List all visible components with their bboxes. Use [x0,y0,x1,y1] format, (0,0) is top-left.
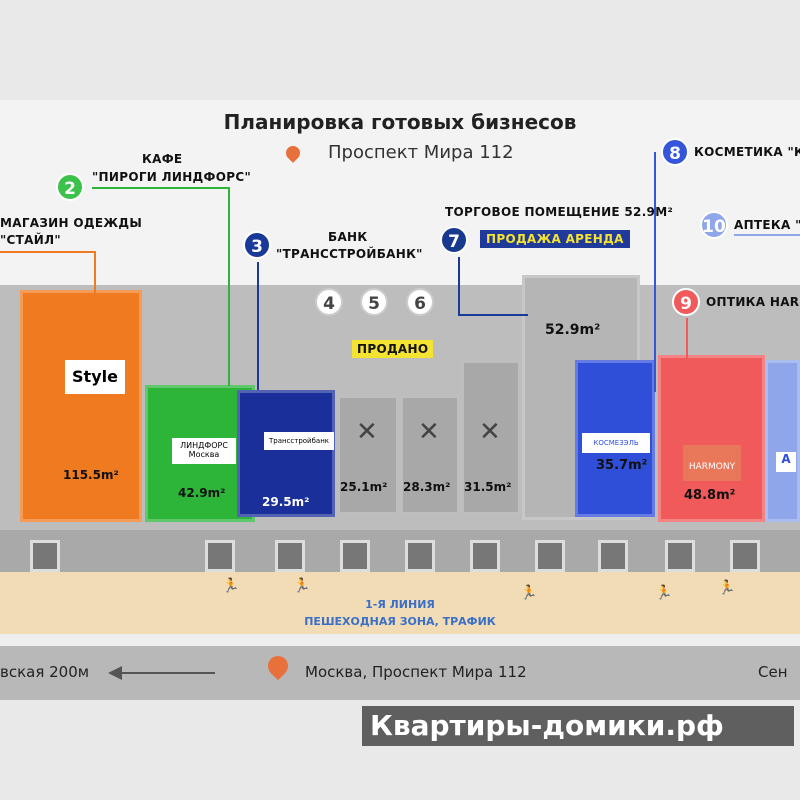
harmony-logo: HARMONY [683,445,741,481]
callout-line [0,251,96,253]
pharmacy-logo: А [776,452,796,472]
road-left-label: вская 200м [0,663,90,681]
pedestrian-icon: 🏃 [222,578,240,594]
callout-line [654,152,656,392]
style-logo: Style [65,360,125,394]
callout-line [686,318,688,388]
unit-6-badge: 6 [406,288,434,316]
unit-7-badge: 7 [440,226,468,254]
floor-plan: Планировка готовых бизнесов Проспект Мир… [0,100,800,746]
unit-8-badge: 8 [661,138,689,166]
unit-6-room[interactable] [461,360,521,515]
sold-x-icon: ✕ [479,417,501,447]
arrow-left-icon [115,672,215,674]
unit-8-area: 35.7m² [596,458,648,473]
sold-x-icon: ✕ [356,417,378,447]
sold-badge: ПРОДАНО [352,340,434,358]
unit-4-area: 25.1m² [340,480,388,494]
street-label: 1-Я ЛИНИЯ [365,598,435,611]
unit-7-area: 52.9m² [545,322,601,338]
unit-7-label: ТОРГОВОЕ ПОМЕЩЕНИЕ 52.9M² [445,205,674,219]
unit-2-room[interactable] [145,385,255,522]
callout-line [92,187,230,189]
pedestrian-icon: 🏃 [293,578,311,594]
unit-4-room[interactable] [337,395,399,515]
callout-line [458,257,460,315]
unit-5-area: 28.3m² [403,480,451,494]
pedestrian-icon: 🏃 [718,580,736,596]
facade-window [665,540,695,572]
unit-10-label: АПТЕКА " [734,218,800,232]
road-address: Москва, Проспект Мира 112 [305,663,527,681]
watermark: Квартиры-домики.рф [362,706,794,746]
location-pin-icon [283,143,303,163]
unit-9-label: ОПТИКА HARM [706,295,800,309]
pedestrian-icon: 🏃 [655,585,673,601]
bank-logo: Трансстройбанк [264,432,334,450]
facade-window [535,540,565,572]
facade-window [275,540,305,572]
unit-3-label-2: "ТРАНССТРОЙБАНК" [276,247,423,261]
pedestrian-icon: 🏃 [520,585,538,601]
sidewalk [0,572,800,634]
unit-3-room[interactable] [237,390,335,517]
lindfors-logo-sub: Москва [188,450,220,459]
sold-x-icon: ✕ [418,417,440,447]
unit-3-badge: 3 [243,231,271,259]
facade-window [470,540,500,572]
unit-2-badge: 2 [56,173,84,201]
unit-3-label: БАНК [328,230,368,244]
address: Проспект Мира 112 [328,142,514,163]
unit-8-label: КОСМЕТИКА "КО [694,145,800,159]
lindfors-logo-text: ЛИНДФОРС [180,441,228,450]
unit-2-label: КАФЕ [142,152,183,166]
unit-9-area: 48.8m² [684,488,736,503]
kosmezel-logo: КОСМЕЗЭЛЬ [582,433,650,453]
unit-2-area: 42.9m² [178,486,226,500]
unit-10-badge: 10 [700,211,728,239]
unit-6-area: 31.5m² [464,480,512,494]
decoration [108,666,122,680]
unit-1-area: 115.5m² [63,468,119,482]
street-label-2: ПЕШЕХОДНАЯ ЗОНА, ТРАФИК [304,615,496,628]
callout-line [228,187,230,386]
unit-5-badge: 5 [360,288,388,316]
unit-1-label: МАГАЗИН ОДЕЖДЫ [0,216,143,230]
unit-5-room[interactable] [400,395,460,515]
unit-1-room[interactable] [20,290,142,522]
page-title: Планировка готовых бизнесов [223,110,577,134]
unit-2-label-2: "ПИРОГИ ЛИНДФОРС" [92,170,251,184]
facade-window [598,540,628,572]
decoration [0,634,800,646]
unit-4-badge: 4 [315,288,343,316]
callout-line [257,262,259,390]
road-right-label: Сен [758,663,788,681]
facade-window [730,540,760,572]
facade-window [340,540,370,572]
facade-window [205,540,235,572]
unit-3-area: 29.5m² [262,495,310,509]
facade-window [30,540,60,572]
callout-line [734,234,800,236]
unit-10-room[interactable] [765,360,800,522]
callout-line [94,251,96,341]
unit-9-room[interactable] [658,355,765,522]
facade-window [405,540,435,572]
callout-line [458,314,528,316]
sale-rent-badge: ПРОДАЖА АРЕНДА [480,230,630,248]
unit-9-badge: 9 [672,288,700,316]
unit-1-label-2: "СТАЙЛ" [0,233,61,247]
